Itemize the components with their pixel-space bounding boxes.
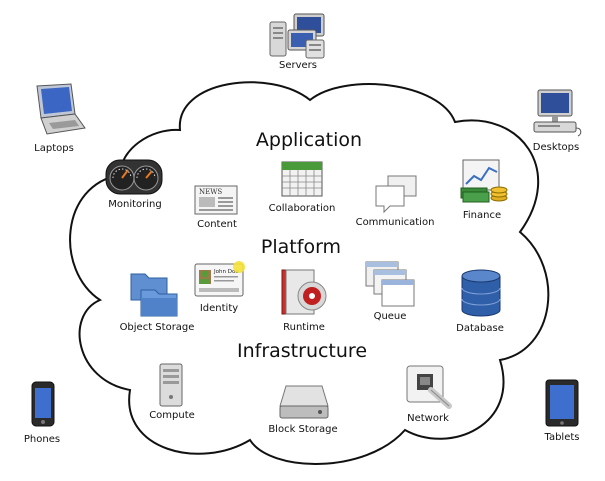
monitoring-label: Monitoring	[108, 199, 162, 210]
database-label: Database	[456, 323, 504, 334]
infrastructure-layer-title: Infrastructure	[236, 340, 368, 362]
laptops-label: Laptops	[34, 143, 74, 154]
database-cylinder-icon	[461, 269, 501, 317]
compute-label: Compute	[149, 410, 195, 421]
runtime-label: Runtime	[283, 322, 325, 333]
identity-label: Identity	[199, 303, 239, 314]
content-newspaper-icon: NEWS	[194, 185, 238, 215]
desktops-label: Desktops	[532, 142, 580, 153]
compute-server-icon	[159, 363, 183, 407]
tablets-label: Tablets	[544, 432, 580, 443]
block-storage-drive-icon	[279, 385, 329, 419]
communication-bubbles-icon	[375, 175, 417, 214]
queue-windows-icon	[365, 261, 415, 307]
laptop-icon	[36, 83, 86, 135]
identity-card-text: John Doe	[213, 269, 239, 275]
servers-label: Servers	[278, 60, 318, 71]
identity-card-icon: John Doe	[194, 261, 245, 297]
application-layer-title: Application	[255, 129, 363, 151]
finance-chart-coins-icon	[460, 159, 508, 203]
collaboration-calendar-icon	[281, 161, 323, 197]
object-storage-label: Object Storage	[119, 322, 195, 333]
platform-layer-title: Platform	[260, 236, 342, 258]
object-storage-folders-icon	[130, 273, 178, 317]
tablet-icon	[545, 379, 579, 427]
monitoring-icon	[105, 159, 163, 195]
collaboration-label: Collaboration	[268, 203, 336, 214]
network-label: Network	[407, 413, 449, 424]
network-jack-icon	[406, 365, 452, 409]
phones-label: Phones	[23, 434, 61, 445]
queue-label: Queue	[373, 311, 407, 322]
block-storage-label: Block Storage	[268, 424, 338, 435]
servers-icon	[269, 13, 325, 59]
runtime-disc-box-icon	[281, 269, 327, 315]
phone-icon	[31, 381, 55, 427]
communication-label: Communication	[355, 217, 435, 228]
desktop-icon	[533, 89, 582, 137]
newspaper-text: NEWS	[199, 188, 222, 196]
content-label: Content	[197, 219, 237, 230]
finance-label: Finance	[462, 210, 502, 221]
